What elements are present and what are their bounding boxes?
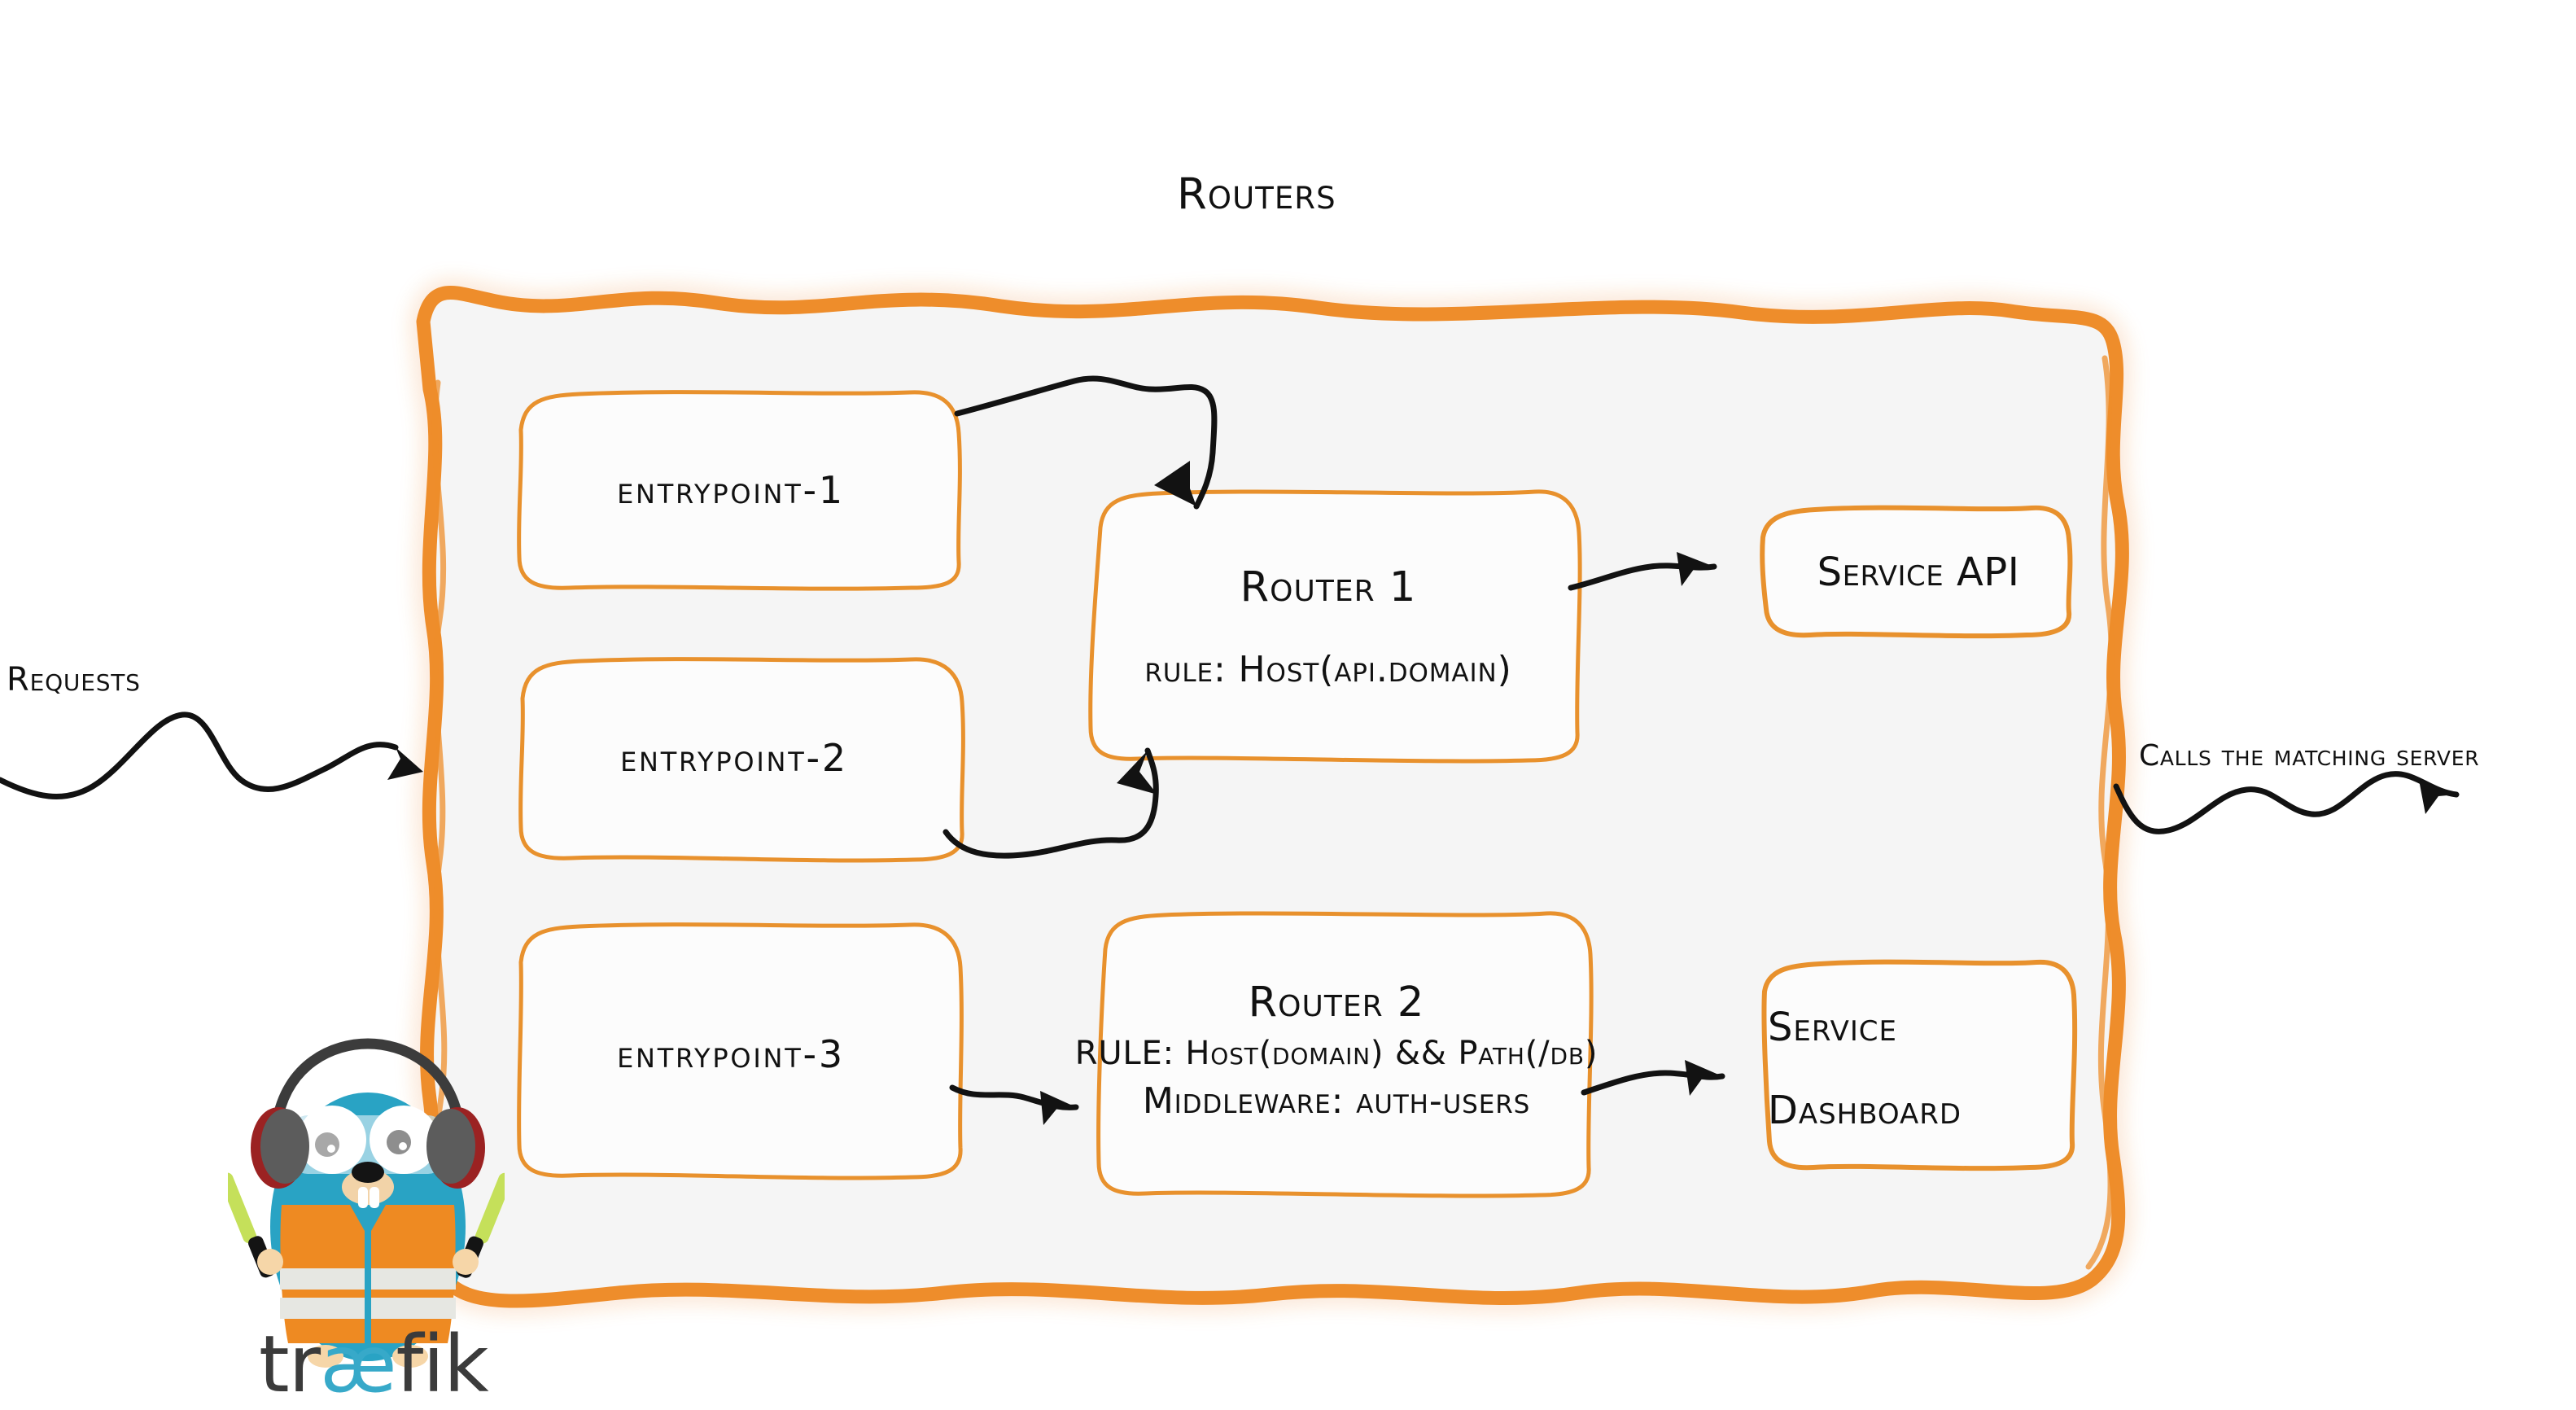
ep2-to-router1-arrowhead [1117, 751, 1157, 795]
page-title: Routers [1177, 169, 1336, 219]
calls-arrowhead [2419, 780, 2456, 814]
router-2-box[interactable]: Router 2 RULE: Host(domain) && Path(/db)… [1075, 928, 1598, 1172]
entrypoint-3-label: entrypoint-3 [617, 1032, 845, 1076]
gopher-tooth-left [358, 1187, 368, 1208]
vest-stripe-l2 [280, 1298, 365, 1319]
service-dashboard-box[interactable]: Service Dashboard [1768, 983, 2069, 1154]
calls-matching-server-caption: Calls the matching server [2139, 739, 2480, 773]
gopher-eye-glint-right [399, 1142, 407, 1150]
gopher-pupil-left [315, 1132, 339, 1157]
gopher-eye-glint-left [327, 1145, 335, 1153]
service-api-label: Service API [1817, 550, 2020, 595]
wordmark-part-2: fik [396, 1319, 489, 1410]
router-1-rule: rule: Host(api.domain) [1144, 649, 1512, 690]
router-1-title: Router 1 [1240, 563, 1417, 611]
wordmark-part-1: tr [259, 1319, 321, 1410]
router-2-middleware: Middleware: auth-users [1142, 1080, 1531, 1122]
router1-to-serviceapi-arrowhead [1677, 552, 1714, 586]
vest-stripe-r1 [371, 1268, 456, 1290]
entrypoint-1-box[interactable]: entrypoint-1 [511, 392, 951, 588]
ep1-to-router1-path [954, 375, 1218, 510]
gopher-pupil-right [387, 1130, 411, 1154]
wordmark-ae-ligature: æ [320, 1319, 396, 1410]
vest-stripe-r2 [371, 1298, 456, 1319]
requests-caption: Requests [7, 661, 141, 698]
router-2-rule: RULE: Host(domain) && Path(/db) [1074, 1035, 1599, 1072]
service-dashboard-label-line-1: Service [1768, 1005, 1897, 1050]
gopher-tooth-right [370, 1187, 379, 1208]
calls-arrow-path [2113, 771, 2460, 834]
headphone-cup-right [426, 1109, 475, 1184]
vest-stripe-l1 [280, 1268, 365, 1290]
entrypoint-2-label: entrypoint-2 [620, 736, 848, 780]
ep2-to-router1-path [942, 747, 1159, 859]
headphone-cup-left [260, 1109, 309, 1184]
router2-to-servicedash-path [1581, 1070, 1725, 1096]
router-2-title: Router 2 [1248, 979, 1425, 1027]
entrypoint-3-box[interactable]: entrypoint-3 [511, 936, 951, 1172]
traefik-gopher-logo [228, 1038, 505, 1368]
ep1-to-router1-arrowhead [1154, 461, 1196, 506]
service-api-box[interactable]: Service API [1768, 528, 2069, 617]
headphone-band [271, 1038, 465, 1129]
gopher-foot-left [308, 1345, 343, 1368]
router2-to-servicedash-arrowhead [1685, 1060, 1722, 1096]
ep3-to-router2-arrowhead [1040, 1091, 1076, 1125]
traefik-wordmark: træfik [259, 1325, 489, 1403]
ep3-to-router2-path [949, 1084, 1079, 1110]
gopher-hand-right [453, 1249, 479, 1275]
requests-arrow-path [0, 712, 399, 799]
gopher-hand-left [257, 1249, 283, 1275]
requests-arrowhead [387, 747, 423, 780]
router-1-box[interactable]: Router 1 rule: Host(api.domain) [1100, 505, 1556, 749]
gopher-foot-right [392, 1345, 428, 1368]
entrypoint-1-label: entrypoint-1 [617, 468, 845, 512]
entrypoint-2-box[interactable]: entrypoint-2 [514, 658, 954, 858]
router1-to-serviceapi-path [1568, 563, 1717, 591]
service-dashboard-label-line-2: Dashboard [1768, 1088, 1962, 1133]
container-inner-stroke-right [2085, 355, 2115, 1270]
gopher-nose [352, 1162, 384, 1183]
